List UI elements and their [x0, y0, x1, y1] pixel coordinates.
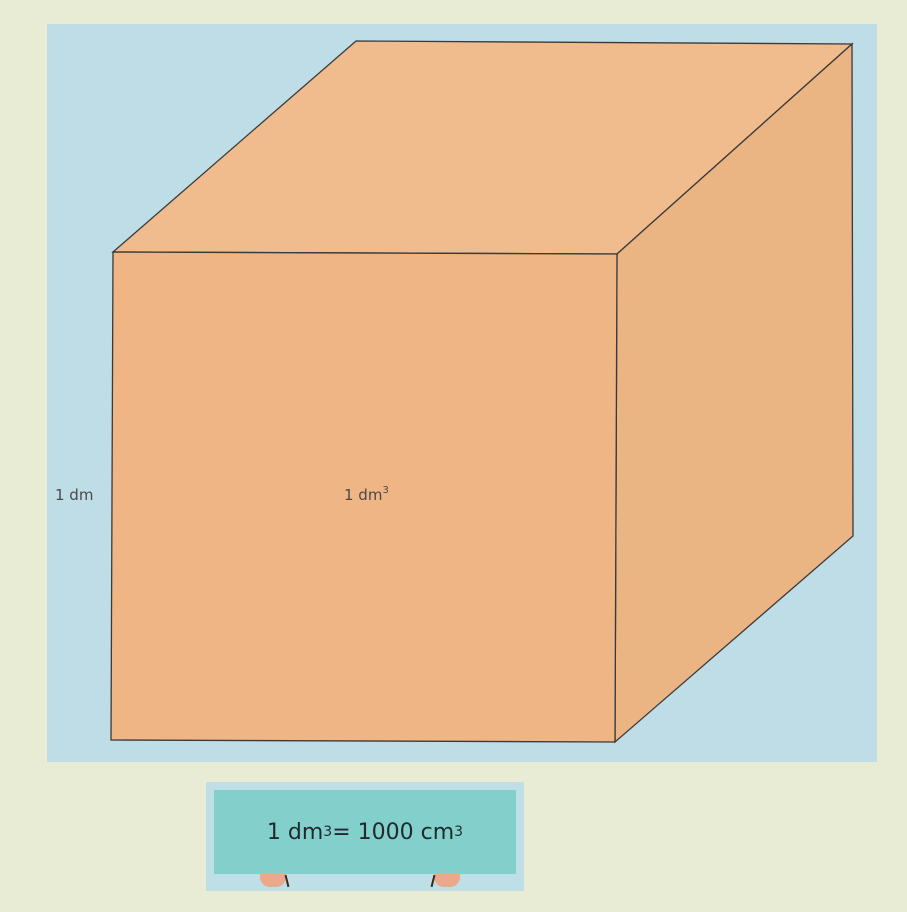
- formula-rhs: = 1000 cm: [332, 819, 455, 845]
- formula-lhs: 1 dm: [266, 819, 324, 845]
- cube-front-face: [110, 251, 618, 743]
- right-hand-fingers: [434, 873, 460, 887]
- edge-length-label: 1 dm: [55, 486, 93, 504]
- cube-volume-base: 1 dm: [344, 486, 382, 504]
- cube-volume-exponent: 3: [382, 485, 388, 496]
- left-hand-fingers: [260, 873, 286, 887]
- cube-volume-label: 1 dm3: [344, 485, 389, 504]
